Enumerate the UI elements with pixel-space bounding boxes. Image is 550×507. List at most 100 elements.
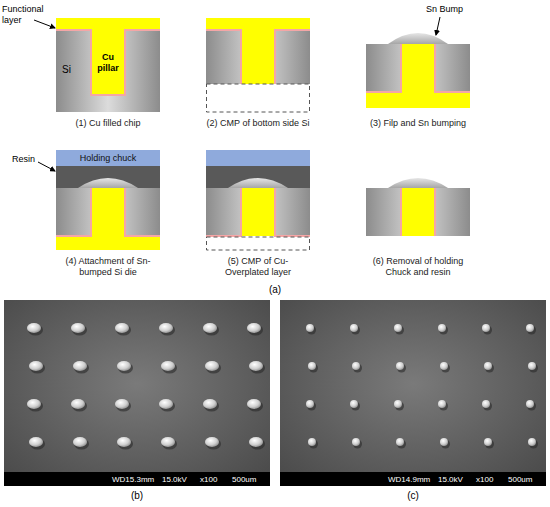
holding-chuck: Holding chuck xyxy=(56,150,160,166)
illustration-shape xyxy=(482,324,490,332)
illustration-shape xyxy=(241,188,275,236)
illustration-shape xyxy=(440,362,448,370)
sem-info: 15.0kV xyxy=(162,474,196,485)
illustration-shape xyxy=(308,438,316,446)
illustration-shape xyxy=(206,188,241,236)
illustration-shape xyxy=(366,44,401,92)
illustration-shape xyxy=(308,362,316,370)
step-caption: (6) Removal of holding Chuck and resin xyxy=(360,256,476,278)
illustration-shape xyxy=(206,18,310,30)
sem-info: 15.0kV xyxy=(438,474,472,485)
illustration-shape xyxy=(366,188,470,236)
illustration-shape xyxy=(306,324,538,449)
leader-arrow xyxy=(436,17,440,35)
finished-die xyxy=(366,178,470,236)
illustration-shape xyxy=(401,188,435,236)
leader-arrow xyxy=(38,162,55,171)
illustration-shape xyxy=(117,437,131,447)
chuck-label: Holding chuck xyxy=(80,153,137,163)
sem-info: WD15.3mm xyxy=(112,474,158,485)
illustration-shape xyxy=(306,400,314,408)
sem-info: WD14.9mm xyxy=(388,474,434,485)
illustration-shape xyxy=(528,438,536,446)
illustration-shape xyxy=(29,437,43,447)
illustration-shape xyxy=(388,178,448,188)
step-caption: (2) CMP of bottom side Si xyxy=(188,118,328,129)
illustration-shape xyxy=(56,188,91,236)
illustration-shape xyxy=(206,30,241,84)
illustration-shape xyxy=(159,323,173,333)
illustration-shape xyxy=(401,44,435,92)
attached-die xyxy=(56,166,160,250)
illustration-shape xyxy=(56,18,160,30)
illustration-shape xyxy=(482,400,490,408)
illustration-shape xyxy=(352,362,360,370)
illustration-shape xyxy=(71,323,85,333)
illustration-shape xyxy=(247,323,261,333)
figure-caption: (b) xyxy=(117,490,157,501)
cu-filled-chip xyxy=(56,18,160,112)
illustration-shape xyxy=(438,400,446,408)
step-caption: (1) Cu filled chip xyxy=(38,118,178,129)
illustration-shape xyxy=(280,300,546,486)
illustration-shape xyxy=(206,188,310,236)
illustration-shape xyxy=(78,178,138,188)
illustration-shape xyxy=(161,437,175,447)
illustration-shape xyxy=(27,399,41,409)
step-caption: (5) CMP of Cu-Overplated layer xyxy=(212,256,304,278)
illustration-shape xyxy=(56,30,160,95)
illustration-shape xyxy=(394,324,402,332)
illustration-shape xyxy=(91,30,125,95)
sem-image-b xyxy=(4,300,270,486)
illustration-shape xyxy=(73,437,87,447)
illustration-shape xyxy=(56,166,160,188)
illustration-shape xyxy=(280,472,546,486)
illustration-shape xyxy=(207,84,310,112)
cmp-bottom-si xyxy=(206,18,310,112)
leader-arrow xyxy=(34,20,55,28)
illustration-shape xyxy=(440,438,448,446)
cmp-overplated xyxy=(206,150,310,250)
illustration-shape xyxy=(27,323,41,333)
illustration-shape xyxy=(394,400,402,408)
part-label: Si xyxy=(62,64,82,75)
sem-info: 500um xyxy=(232,474,268,485)
flip-sn-bumping xyxy=(366,33,470,108)
illustration-shape xyxy=(396,438,404,446)
sem-info: x100 xyxy=(476,474,504,485)
illustration-shape xyxy=(205,361,219,371)
illustration-shape xyxy=(73,361,87,371)
figure-caption: (c) xyxy=(393,490,433,501)
illustration-shape xyxy=(4,472,270,486)
illustration-shape xyxy=(400,188,402,236)
illustration-shape xyxy=(115,323,129,333)
illustration-shape xyxy=(56,30,160,112)
illustration-shape xyxy=(206,166,310,188)
illustration-shape xyxy=(207,237,310,250)
illustration-shape xyxy=(161,361,175,371)
illustration-shape xyxy=(206,30,310,84)
part-label: Functional layer xyxy=(2,4,48,26)
illustration-shape xyxy=(228,178,288,188)
illustration-shape xyxy=(484,438,492,446)
illustration-shape xyxy=(275,188,310,236)
illustration-shape xyxy=(115,399,129,409)
illustration-shape xyxy=(388,33,448,44)
illustration-shape xyxy=(350,324,358,332)
illustration-shape xyxy=(203,323,217,333)
sem-image-c xyxy=(280,300,546,486)
illustration-shape xyxy=(435,44,470,92)
illustration-shape xyxy=(125,188,160,236)
illustration-shape xyxy=(275,30,310,84)
part-label: Resin xyxy=(12,154,46,165)
sem-info: 500um xyxy=(508,474,544,485)
illustration-shape xyxy=(249,437,263,447)
illustration-shape xyxy=(241,30,275,84)
illustration-shape xyxy=(249,361,263,371)
illustration-shape xyxy=(71,399,85,409)
illustration-shape xyxy=(438,324,446,332)
illustration-shape xyxy=(206,150,310,166)
illustration-shape xyxy=(396,362,404,370)
step-caption: (3) Filp and Sn bumping xyxy=(348,118,488,129)
